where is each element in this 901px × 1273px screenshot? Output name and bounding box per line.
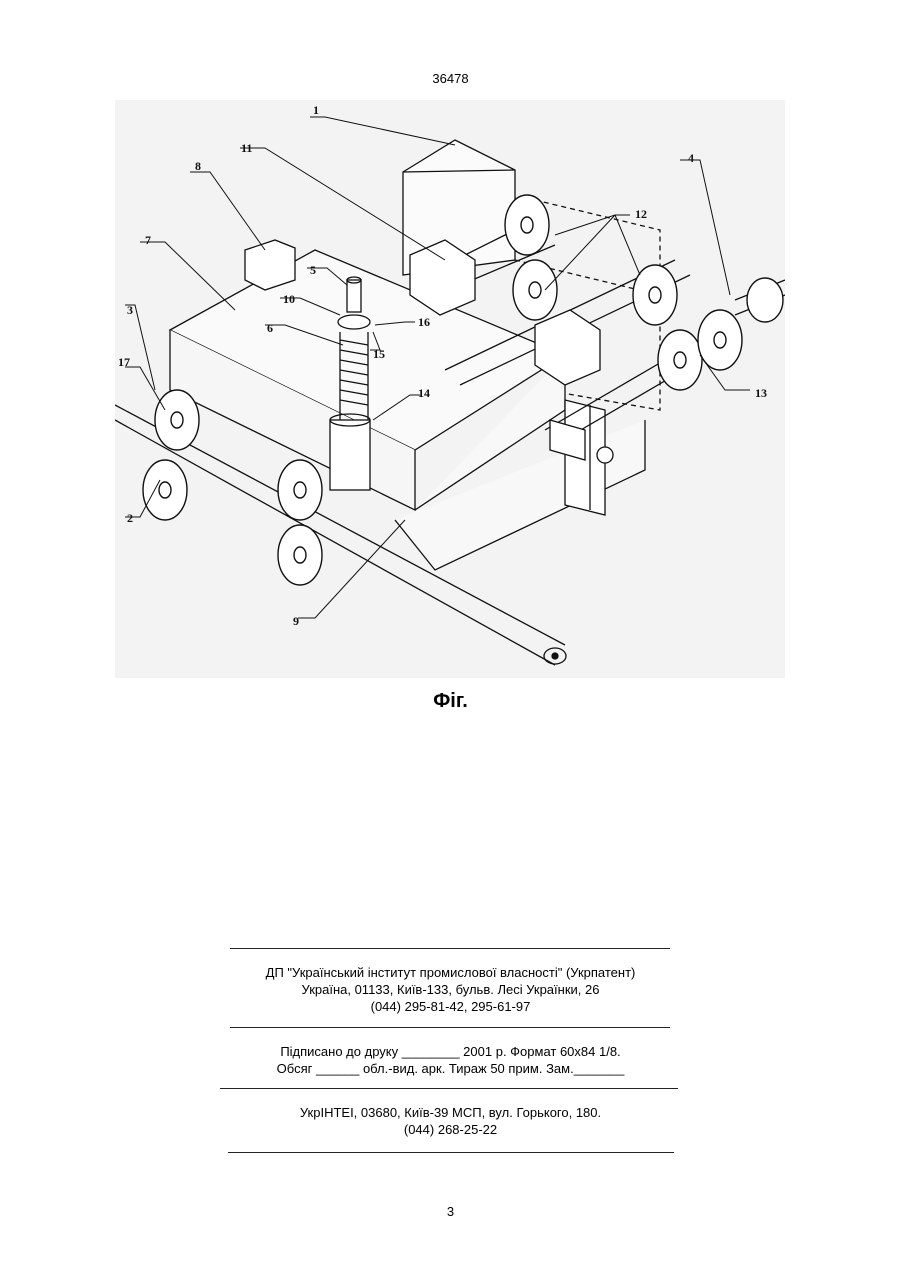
figure-label-16: 16 — [418, 315, 430, 329]
figure-label-17: 17 — [118, 355, 130, 369]
publisher-phone: (044) 295-81-42, 295-61-97 — [0, 998, 901, 1015]
figure-label-15: 15 — [373, 347, 385, 361]
publisher-address: Україна, 01133, Київ-133, бульв. Лесі Ук… — [0, 981, 901, 998]
publisher-block: ДП "Український інститут промислової вла… — [0, 964, 901, 1015]
divider — [230, 1027, 670, 1028]
figure-label-5: 5 — [310, 263, 316, 277]
figure-label-4: 4 — [688, 151, 694, 165]
figure-label-11: 11 — [241, 141, 252, 155]
figure-label-7: 7 — [145, 233, 151, 247]
divider — [220, 1088, 678, 1089]
figure-label-10: 10 — [283, 292, 295, 306]
printer-phone: (044) 268-25-22 — [0, 1121, 901, 1138]
divider — [228, 1152, 674, 1153]
printer-block: УкрІНТЕІ, 03680, Київ-39 МСП, вул. Горьк… — [0, 1104, 901, 1138]
publisher-name: ДП "Український інститут промислової вла… — [0, 964, 901, 981]
figure-label-14: 14 — [418, 386, 430, 400]
print-info-block: Підписано до друку ________ 2001 р. Форм… — [0, 1043, 901, 1077]
patent-number: 36478 — [0, 71, 901, 86]
figure-caption: Фіг. — [0, 690, 901, 713]
print-info-volume: Обсяг ______ обл.-вид. арк. Тираж 50 при… — [0, 1060, 901, 1077]
figure-label-6: 6 — [267, 321, 273, 335]
page-number: 3 — [0, 1204, 901, 1219]
figure-label-1: 1 — [313, 103, 319, 117]
divider — [230, 948, 670, 949]
figure-label-2: 2 — [127, 511, 133, 525]
printer-address: УкрІНТЕІ, 03680, Київ-39 МСП, вул. Горьк… — [0, 1104, 901, 1121]
technical-drawing: 1 2 3 4 5 6 7 8 9 10 11 12 13 14 15 16 1… — [115, 100, 785, 678]
print-info-signed: Підписано до друку ________ 2001 р. Форм… — [0, 1043, 901, 1060]
figure-label-8: 8 — [195, 159, 201, 173]
figure-label-9: 9 — [293, 614, 299, 628]
figure-label-12: 12 — [635, 207, 647, 221]
figure-label-3: 3 — [127, 303, 133, 317]
figure-label-13: 13 — [755, 386, 767, 400]
